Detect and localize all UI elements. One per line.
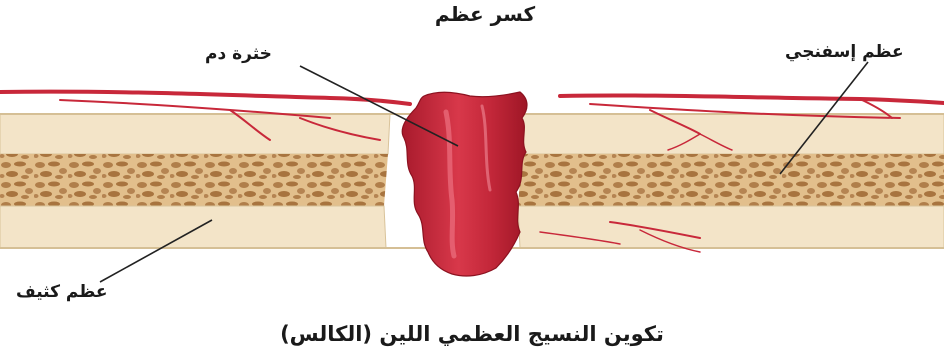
compact-bone-lower-right <box>518 206 944 248</box>
compact-bone-lower <box>0 206 386 248</box>
label-blood-clot: خثرة دم <box>205 44 272 64</box>
label-spongy-bone: عظم إسفنجي <box>785 42 904 62</box>
compact-bone-upper-right <box>520 114 944 154</box>
diagram-title: كسر عظم <box>400 2 570 26</box>
spongy-bone-left <box>0 154 388 206</box>
compact-bone-upper <box>0 114 390 154</box>
label-compact-bone: عظم كثيف <box>16 282 107 302</box>
diagram-caption: تكوين النسيج العظمي اللين (الكالس) <box>0 322 944 346</box>
spongy-bone-right <box>518 154 944 206</box>
